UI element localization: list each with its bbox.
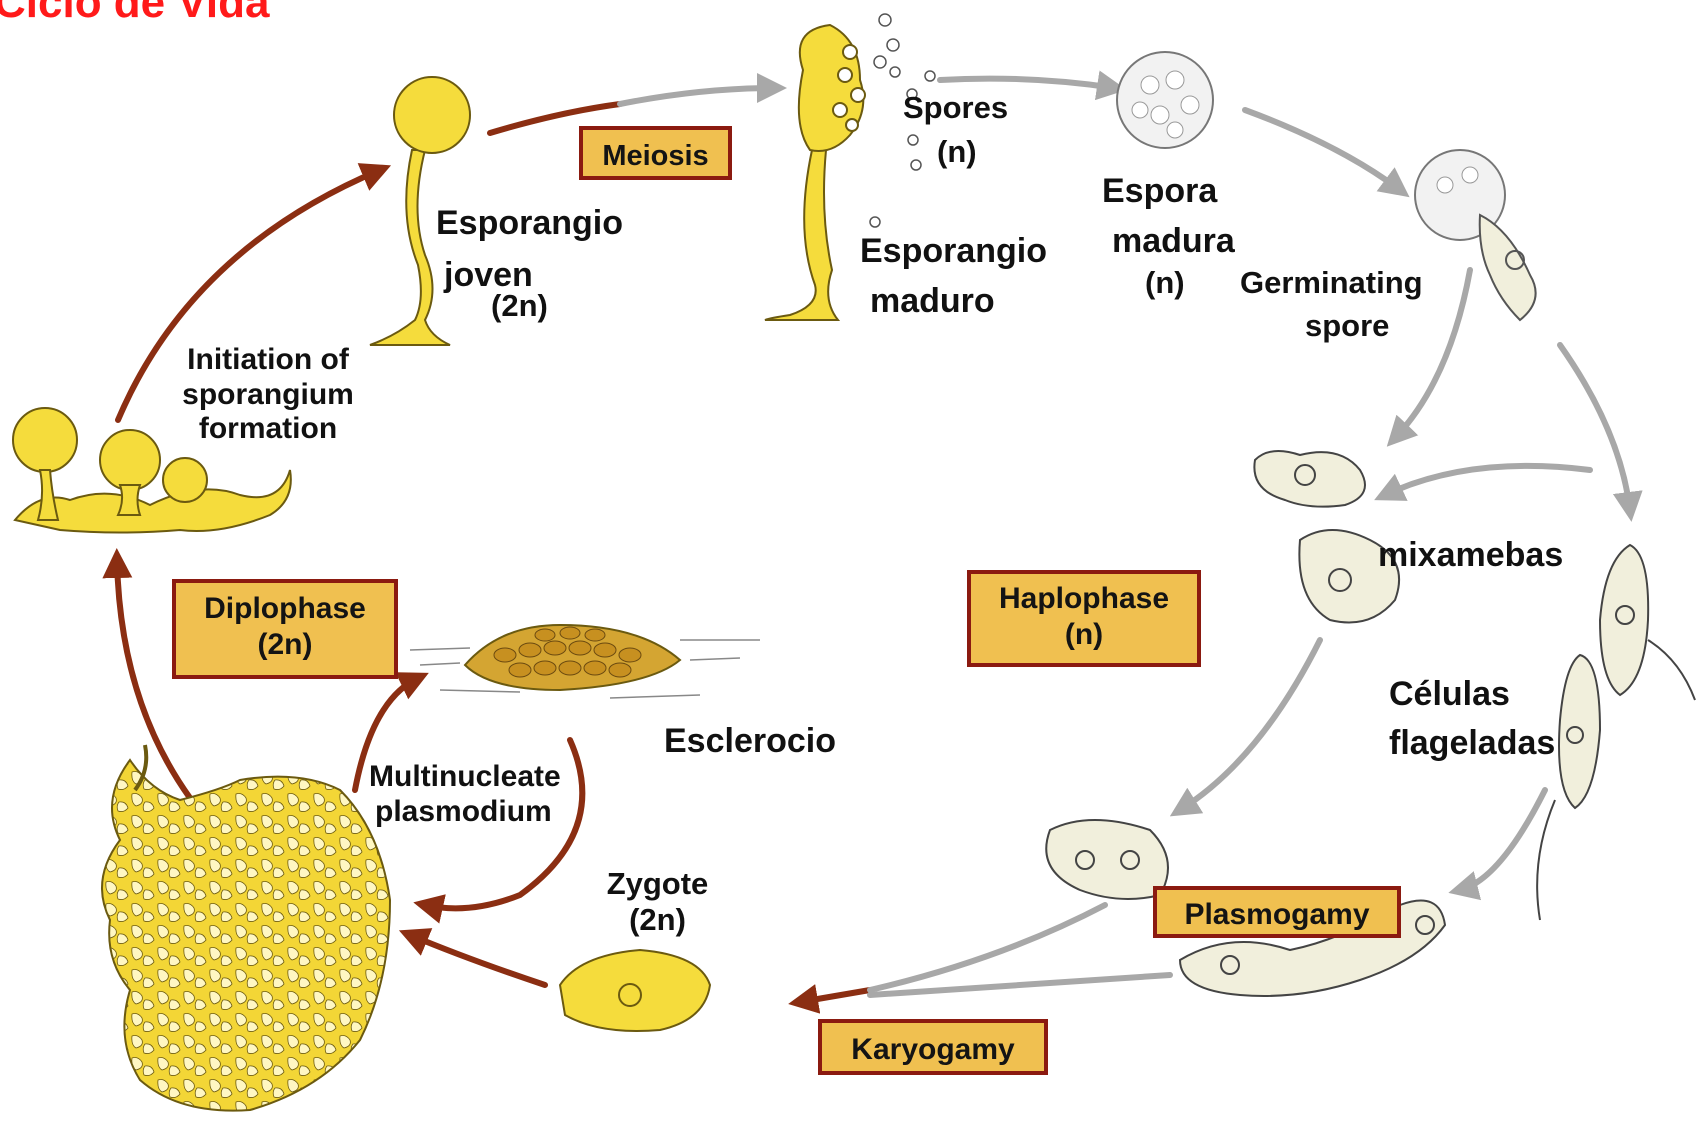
initiation-label: Initiation of sporangium formation xyxy=(158,343,378,447)
spores-ploidy: (n) xyxy=(937,134,977,170)
espora-madura-label-2: madura xyxy=(1112,222,1235,261)
mixamebas-label: mixamebas xyxy=(1378,536,1563,575)
zygote-label: Zygote (2n) xyxy=(595,866,720,937)
plasmodium xyxy=(102,745,390,1111)
haplophase-label: Haplophase xyxy=(971,581,1197,617)
karyogamy-box: Karyogamy xyxy=(818,1019,1048,1075)
mature-sporangium xyxy=(765,25,865,320)
plasmogamy-label: Plasmogamy xyxy=(1184,898,1369,931)
esporangio-maduro-label-2: maduro xyxy=(870,282,995,321)
diplophase-ploidy: (2n) xyxy=(176,627,394,663)
germinating-spore-label-2: spore xyxy=(1305,308,1389,344)
celulas-flageladas-label: Células flageladas xyxy=(1389,670,1555,769)
meiosis-label: Meiosis xyxy=(602,140,708,172)
plasmogamy-box: Plasmogamy xyxy=(1153,886,1401,938)
haplophase-ploidy: (n) xyxy=(971,617,1197,653)
germinating-spore-label: Germinating xyxy=(1240,265,1423,301)
espora-madura-label: Espora xyxy=(1102,172,1217,211)
esporangio-joven-label: Esporangio xyxy=(436,204,623,243)
meiosis-box: Meiosis xyxy=(579,126,732,180)
plasmodium-label: Multinucleate plasmodium xyxy=(369,760,561,829)
haplophase-box: Haplophase (n) xyxy=(967,570,1201,667)
esporangio-maduro-label: Esporangio xyxy=(860,232,1047,271)
germinating-spore xyxy=(1415,150,1536,320)
esclerocio-label: Esclerocio xyxy=(664,722,836,761)
espora-madura-ploidy: (n) xyxy=(1145,265,1185,301)
diplophase-box: Diplophase (2n) xyxy=(172,579,398,679)
sclerotium xyxy=(410,625,760,698)
diagram-title: Ciclo de Vida xyxy=(0,0,270,28)
flagellated-cells xyxy=(1537,545,1695,920)
karyogamy-label: Karyogamy xyxy=(851,1033,1014,1066)
spores-label: Spores xyxy=(903,90,1008,126)
zygote-cell xyxy=(560,950,710,1031)
esporangio-joven-ploidy: (2n) xyxy=(491,288,548,324)
mature-spore xyxy=(1117,52,1213,148)
diplophase-label: Diplophase xyxy=(176,591,394,627)
